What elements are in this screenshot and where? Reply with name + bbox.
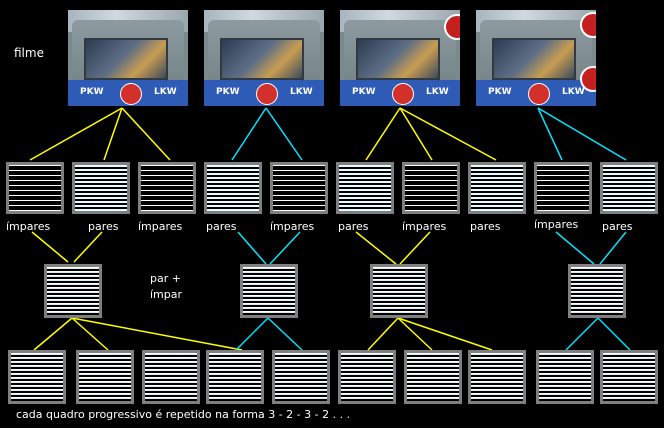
impar-label: ímpar [150, 288, 183, 301]
connector-line [555, 231, 595, 265]
field-frame-4 [204, 162, 262, 214]
output-frame-1 [8, 350, 66, 404]
connector-line [73, 231, 103, 263]
field-label: pares [206, 220, 237, 233]
field-frame-5 [270, 162, 328, 214]
field-frame-6 [336, 162, 394, 214]
field-label: pares [88, 220, 119, 233]
connector-line [367, 317, 399, 351]
connector-line [537, 107, 627, 161]
connector-line [397, 317, 433, 351]
field-label: pares [338, 220, 369, 233]
output-frame-4 [206, 350, 264, 404]
output-frame-2 [76, 350, 134, 404]
field-label: ímpares [534, 218, 579, 231]
connector-line [31, 231, 69, 263]
field-frame-2 [72, 162, 130, 214]
connector-line [599, 231, 627, 265]
connector-line [269, 231, 301, 265]
connector-line [399, 107, 497, 161]
combined-frame-1 [44, 264, 102, 318]
combined-frame-4 [568, 264, 626, 318]
field-label: ímpares [270, 220, 315, 233]
connector-line [237, 231, 267, 265]
field-label: ímpares [402, 220, 447, 233]
output-frame-9 [536, 350, 594, 404]
connector-line [265, 107, 303, 161]
output-frame-8 [468, 350, 526, 404]
field-frame-7 [402, 162, 460, 214]
connector-line [399, 107, 433, 161]
connector-line [235, 317, 269, 351]
connector-line [597, 317, 631, 351]
connector-line [103, 107, 123, 161]
connector-line [355, 231, 397, 265]
output-frame-5 [272, 350, 330, 404]
connector-line [397, 317, 493, 351]
field-label: pares [470, 220, 501, 233]
connector-line [537, 107, 563, 161]
combined-frame-3 [370, 264, 428, 318]
field-frame-10 [600, 162, 658, 214]
field-label: ímpares [6, 220, 51, 233]
film-label: filme [14, 46, 44, 60]
field-frame-9 [534, 162, 592, 214]
output-frame-10 [600, 350, 658, 404]
connector-line [71, 317, 109, 351]
connector-line [365, 107, 401, 161]
connector-line [121, 107, 171, 161]
field-frame-3 [138, 162, 196, 214]
field-frame-8 [468, 162, 526, 214]
field-frame-1 [6, 162, 64, 214]
connector-line [29, 107, 123, 161]
combined-frame-2 [240, 264, 298, 318]
output-frame-3 [142, 350, 200, 404]
connector-line [399, 231, 431, 265]
connector-line [267, 317, 303, 351]
par-plus-label: par + [150, 272, 181, 285]
connector-line [565, 317, 599, 351]
field-label: ímpares [138, 220, 183, 233]
caption-text: cada quadro progressivo é repetido na fo… [16, 408, 351, 421]
connector-line [231, 107, 267, 161]
field-label: pares [602, 220, 633, 233]
output-frame-7 [404, 350, 462, 404]
output-frame-6 [338, 350, 396, 404]
connector-line [33, 317, 73, 351]
connector-line [71, 317, 243, 351]
